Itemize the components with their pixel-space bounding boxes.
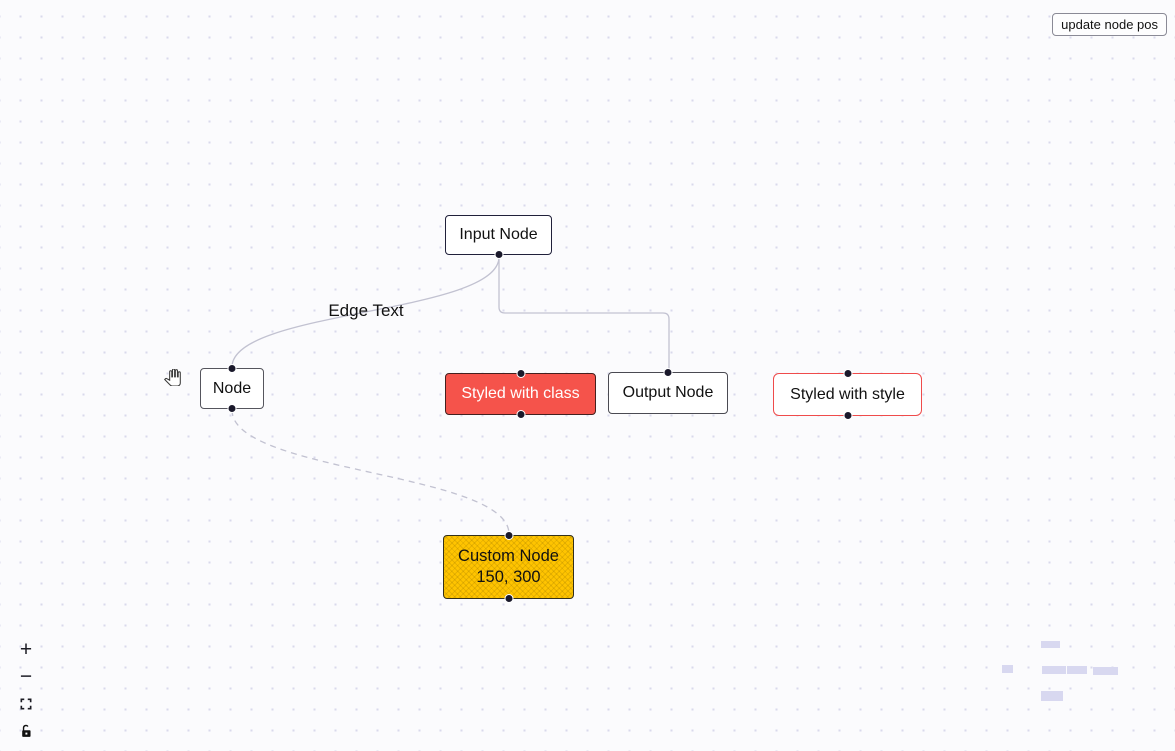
node-default[interactable]: Node (200, 364, 264, 413)
minimap-node-custom (1041, 691, 1063, 701)
minimap-node-default (1002, 665, 1013, 673)
fit-view-button[interactable] (13, 692, 39, 715)
handle-source-bottom[interactable] (227, 404, 237, 413)
handle-target-top[interactable] (516, 369, 525, 378)
update-node-pos-button[interactable]: update node pos (1052, 13, 1167, 36)
node-custom[interactable]: Custom Node 150, 300 (443, 531, 574, 603)
minimap-node-output (1067, 666, 1087, 674)
handle-source-bottom[interactable] (843, 411, 852, 420)
node-output-label: Output Node (622, 384, 714, 401)
minimap-node-styled-with-class (1042, 666, 1066, 674)
lock-icon (20, 724, 33, 738)
edge-input-to-output[interactable] (498, 257, 670, 371)
node-styled-with-style[interactable]: Styled with style (773, 369, 922, 420)
plus-icon: + (19, 637, 33, 661)
handle-target-top[interactable] (504, 531, 513, 540)
edge-label: Edge Text (328, 301, 404, 320)
handle-source-bottom[interactable] (516, 410, 525, 419)
minimap[interactable] (975, 601, 1175, 751)
handle-target-top[interactable] (227, 364, 237, 373)
node-output[interactable]: Output Node (608, 368, 728, 414)
node-default-label: Node (212, 379, 252, 397)
node-styled-with-style-label: Styled with style (790, 385, 905, 403)
node-custom-label: Custom Node (458, 546, 559, 565)
zoom-out-button[interactable]: − (13, 665, 39, 688)
handle-target-top[interactable] (843, 369, 852, 378)
node-styled-with-class[interactable]: Styled with class (445, 369, 596, 419)
edge-input-to-node[interactable] (231, 256, 500, 368)
fit-view-icon (19, 697, 33, 711)
handle-target-top[interactable] (663, 368, 673, 377)
minus-icon: − (19, 664, 33, 688)
node-input-label: Input Node (459, 226, 538, 243)
flow-controls: + − (13, 638, 39, 742)
minimap-node-styled-with-style (1093, 667, 1118, 675)
lock-interactivity-button[interactable] (13, 719, 39, 742)
minimap-node-input (1041, 641, 1060, 648)
zoom-in-button[interactable]: + (13, 638, 39, 661)
edge-node-to-custom[interactable] (231, 409, 510, 535)
node-input[interactable]: Input Node (445, 215, 552, 259)
node-styled-with-class-label: Styled with class (461, 385, 580, 402)
handle-source-bottom[interactable] (504, 594, 513, 603)
grab-hand-cursor (163, 368, 181, 391)
node-custom-position-label: 150, 300 (476, 568, 541, 586)
handle-source-bottom[interactable] (494, 250, 503, 259)
